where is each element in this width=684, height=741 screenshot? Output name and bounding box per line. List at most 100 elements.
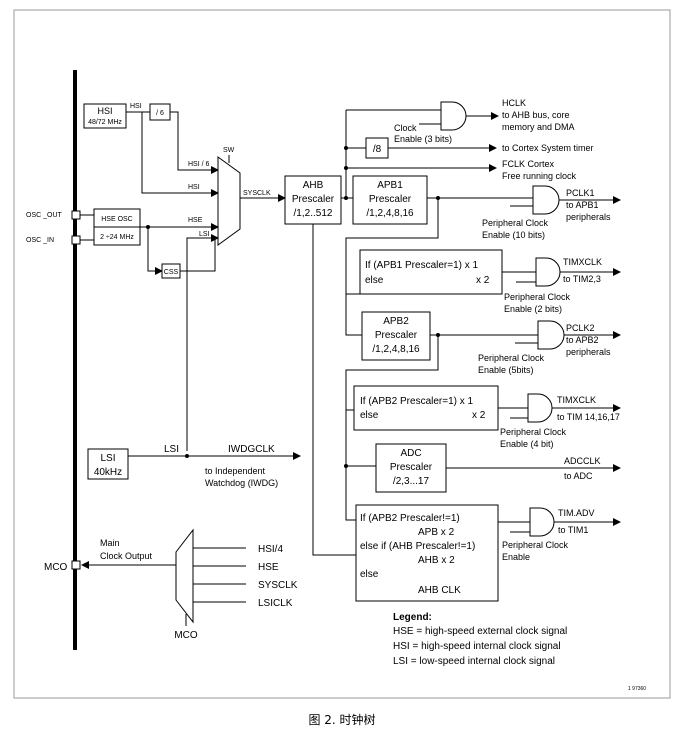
fclk-label: FCLK Cortex [502, 159, 555, 169]
mco-input-hse: HSE [258, 562, 279, 573]
pce10-label: Peripheral Clock [482, 218, 549, 228]
hsi-oscillator: HSI 48/72 MHz [83, 103, 127, 129]
hse-oscillator: HSE OSC 2 ÷24 MHz [93, 208, 141, 246]
cortex-timer-label: to Cortex System timer [502, 143, 594, 153]
apb1-if-line: If (APB1 Prescaler=1) x 1 [365, 260, 479, 271]
timxclk1-label: TIMXCLK [563, 257, 602, 267]
apb1-else-line: else [365, 275, 384, 286]
mco-pin-label: MCO [44, 562, 68, 573]
timadv-else-line: else [360, 569, 379, 580]
clock-enable-label: Clock [394, 123, 417, 133]
pce4-label: Peripheral Clock [500, 427, 567, 437]
mco-input-sysclk: SYSCLK [258, 580, 298, 591]
pclk2-and-gate [537, 320, 565, 350]
hse-osc-label: HSE OSC [101, 216, 133, 223]
timxclk2-and-gate [527, 393, 553, 423]
apb2-prescaler-label: Prescaler [375, 330, 418, 341]
figure-caption: 图 2. 时钟树 [308, 712, 375, 727]
mco-input-hsi4: HSI/4 [258, 544, 283, 555]
pclk2-label: PCLK2 [566, 323, 595, 333]
apb1-x2-line: x 2 [476, 275, 490, 286]
clock-enable-bits: Enable (3 bits) [394, 134, 452, 144]
apb1-prescaler-label: Prescaler [369, 194, 412, 205]
apb2-title: APB2 [383, 316, 409, 327]
pce2-bits: Enable (2 bits) [504, 304, 562, 314]
pce-adv-label: Peripheral Clock [502, 540, 569, 550]
div8-label: /8 [373, 144, 382, 155]
pce4-bits: Enable (4 bit) [500, 439, 554, 449]
apb1-divider-range: /1,2,4,8,16 [366, 208, 414, 219]
sysclk-label: SYSCLK [243, 190, 271, 197]
mco-main-label: Main [100, 538, 120, 548]
apb2-timer-multiplier [353, 385, 499, 431]
pclk2-dest-2: peripherals [566, 347, 611, 357]
legend-title: Legend: [393, 612, 432, 623]
pclk1-dest-2: peripherals [566, 212, 611, 222]
lsi-line-label: LSI [164, 444, 179, 455]
pclk1-dest: to APB1 [566, 200, 599, 210]
timxclk2-label: TIMXCLK [557, 395, 596, 405]
mco-input-lsiclk: LSICLK [258, 598, 293, 609]
hclk-dest-2: memory and DMA [502, 122, 575, 132]
timadv-multiplier [355, 504, 499, 602]
osc-in-label: OSC _IN [26, 237, 54, 244]
apb2-divider-range: /1,2,4,8,16 [372, 344, 420, 355]
timadv-dest: to TIM1 [558, 525, 588, 535]
apb2-else-line: else [360, 410, 379, 421]
apb1-title: APB1 [377, 180, 403, 191]
apb1-timer-multiplier [359, 249, 503, 295]
adc-prescaler [375, 443, 447, 493]
timadv-ahbclk-line: AHB CLK [418, 585, 461, 596]
adcclk-label: ADCCLK [564, 456, 601, 466]
iwdgclk-label: IWDGCLK [228, 444, 275, 455]
timadv-label: TIM.ADV [558, 508, 595, 518]
timadv-and-gate [529, 507, 555, 537]
mco-pin [71, 560, 81, 570]
mco-clock-output-label: Clock Output [100, 551, 153, 561]
apb2-prescaler [361, 311, 431, 361]
pce10-bits: Enable (10 bits) [482, 230, 545, 240]
timadv-ahbx2-line: AHB x 2 [418, 555, 455, 566]
adcclk-dest: to ADC [564, 471, 593, 481]
iwdg-dest-2: Watchdog (IWDG) [205, 478, 278, 488]
timxclk1-dest: to TIM2,3 [563, 274, 601, 284]
ahb-divider-range: /1,2..512 [294, 208, 333, 219]
legend-hse: HSE = high-speed external clock signal [393, 626, 567, 637]
fclk-desc: Free running clock [502, 171, 577, 181]
hsi-line-label: HSI [130, 103, 142, 110]
mco-mux-label: MCO [174, 630, 198, 641]
sw-label: SW [223, 147, 235, 154]
css-label: CSS [164, 269, 179, 276]
pclk1-and-gate [532, 185, 560, 215]
apb2-if-line: If (APB2 Prescaler=1) x 1 [360, 396, 474, 407]
hsi-label: HSI [97, 106, 112, 116]
legend-lsi: LSI = low-speed internal clock signal [393, 656, 555, 667]
pce5-bits: Enable (5bits) [478, 365, 534, 375]
sysclk-mux [217, 156, 241, 246]
timadv-elseif-line: else if (AHB Prescaler!=1) [360, 541, 475, 552]
iwdg-dest: to Independent [205, 466, 266, 476]
timxclk1-and-gate [535, 257, 561, 287]
hsi-freq: 48/72 MHz [88, 119, 122, 126]
ahb-prescaler [284, 175, 342, 225]
pce-adv-enable: Enable [502, 552, 530, 562]
hse-freq-label: 2 ÷24 MHz [100, 234, 134, 241]
pclk1-label: PCLK1 [566, 188, 595, 198]
pclk2-dest: to APB2 [566, 335, 599, 345]
pce2-label: Peripheral Clock [504, 292, 571, 302]
osc-in-pin [71, 235, 81, 245]
hclk-dest-1: to AHB bus, core [502, 110, 570, 120]
ahb-title: AHB [303, 180, 324, 191]
adc-prescaler-label: Prescaler [390, 462, 433, 473]
mco-mux [175, 528, 194, 624]
lsi-input-label: LSI [199, 231, 210, 238]
figure-id: 1 97360 [628, 686, 646, 692]
adc-divider-range: /2,3...17 [393, 476, 430, 487]
adc-title: ADC [400, 448, 421, 459]
legend-hsi: HSI = high-speed internal clock signal [393, 641, 561, 652]
legend: Legend: HSE = high-speed external clock … [393, 612, 567, 667]
hclk-label: HCLK [502, 98, 526, 108]
apb1-prescaler [352, 175, 428, 225]
osc-out-pin [71, 210, 81, 220]
